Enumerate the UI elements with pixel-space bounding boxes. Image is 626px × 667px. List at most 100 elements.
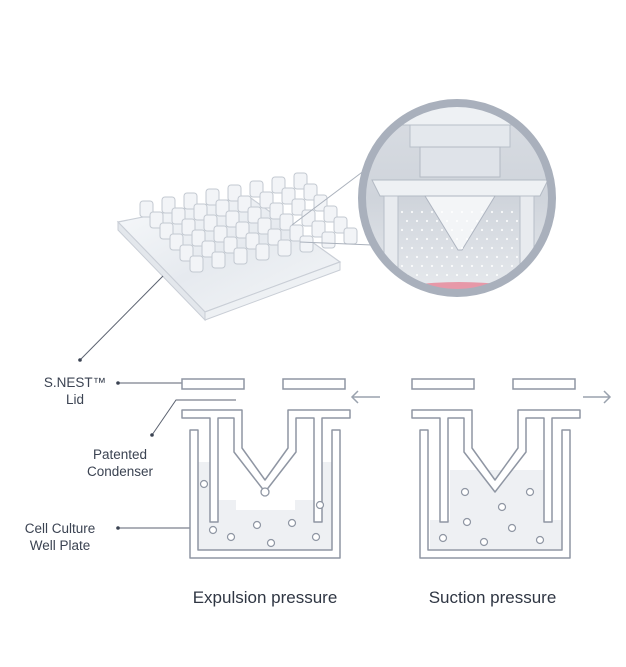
condensation-dot [515,219,519,223]
vapor-bubble [479,537,489,547]
plate-well-tube [161,196,176,214]
condensation-dot [420,264,424,268]
vapor-bubble [287,518,297,528]
plate-label: Cell Culture Well Plate [10,520,110,554]
condensation-dot [400,246,404,250]
condensation-dot [400,264,404,268]
plate-well-tube [267,228,282,246]
condensation-dot [430,228,434,232]
condensation-dot [405,237,409,241]
vapor-bubble [315,500,325,510]
condensation-dot [420,210,424,214]
condensation-dot [495,237,499,241]
plate-well-tube [139,200,154,218]
condensation-dot [465,237,469,241]
condensation-dot [420,246,424,250]
zoom-callout-line-bottom [299,241,373,246]
vapor-bubble [462,517,472,527]
plate-well-tube [201,240,216,258]
vapor-bubble [460,487,470,497]
plate-well-tube [289,224,304,242]
vapor-bubble [266,538,276,548]
suction-cross-section [411,378,581,559]
condensation-dot [435,219,439,223]
condensation-dot [465,219,469,223]
plate-well-tube [321,231,336,249]
condensation-dot [415,255,419,259]
plate-well-tube [189,255,204,273]
plate-well-tube [227,184,242,202]
plate-well-tube [213,225,228,243]
plate-well-tube [179,244,194,262]
condensation-dot [470,210,474,214]
condensation-dot [475,237,479,241]
condensation-dot [435,255,439,259]
vapor-bubble [199,479,209,489]
condensation-dot [495,255,499,259]
plate-well-tube [279,213,294,231]
condensation-dot [490,210,494,214]
condensation-dot [405,255,409,259]
plate-well-tube [169,233,184,251]
condenser-label-line1: Patented [92,447,148,462]
condensation-dot [430,264,434,268]
condensation-dot [485,273,489,277]
condensation-dot [455,237,459,241]
plate-well-tube [257,217,272,235]
plate-label-line1: Cell Culture [24,521,96,536]
well-plate-photo [116,172,358,322]
leader-dot-plate [116,526,120,530]
condensation-dot [445,237,449,241]
vapor-bubble [535,535,545,545]
condensation-dot [465,273,469,277]
condensation-dot [510,210,514,214]
condensation-dot [460,210,464,214]
condensation-dot [475,255,479,259]
condensation-dot [485,219,489,223]
condensation-dot [435,273,439,277]
plate-well-tube [311,220,326,238]
condenser-label-line2: Condenser [86,464,154,479]
condensation-dot [500,228,504,232]
condensation-dot [445,273,449,277]
plate-well-tube [333,216,348,234]
suction-arrow-icon [583,390,612,404]
condensation-dot [410,264,414,268]
plate-well-tube [203,214,218,232]
condensation-dot [475,273,479,277]
condensation-dot [410,246,414,250]
plate-well-tube [255,243,270,261]
leader-dot-lid [116,381,120,385]
condensation-dot [415,273,419,277]
plate-well-tube [149,211,164,229]
condensation-dot [470,264,474,268]
plate-well-tube [343,227,358,245]
condensation-dot [480,246,484,250]
plate-well-tube [271,176,286,194]
condensation-dot [445,255,449,259]
condensation-dot [510,228,514,232]
plate-well-tube [191,229,206,247]
plate-well-tube [159,222,174,240]
plate-well-tube [269,202,284,220]
condensation-dot [455,219,459,223]
expulsion-caption: Expulsion pressure [192,588,338,607]
plate-well-tube [249,180,264,198]
lid-label-line1: S.NEST™ [43,375,107,390]
condensation-dot [440,210,444,214]
condensation-dot [440,228,444,232]
condensation-dot [455,255,459,259]
plate-well-tube [181,218,196,236]
condensation-dot [460,246,464,250]
zoom-callout-line-top [291,169,366,226]
condensation-dot [440,246,444,250]
expulsion-cross-section [181,378,351,559]
condensation-dot [465,255,469,259]
condensation-dot [410,210,414,214]
plate-well-tube [247,206,262,224]
condensation-dot [510,264,514,268]
plate-well-tube [211,251,226,269]
plate-well-tube [259,191,274,209]
condensation-dot [475,219,479,223]
condensation-dot [450,264,454,268]
